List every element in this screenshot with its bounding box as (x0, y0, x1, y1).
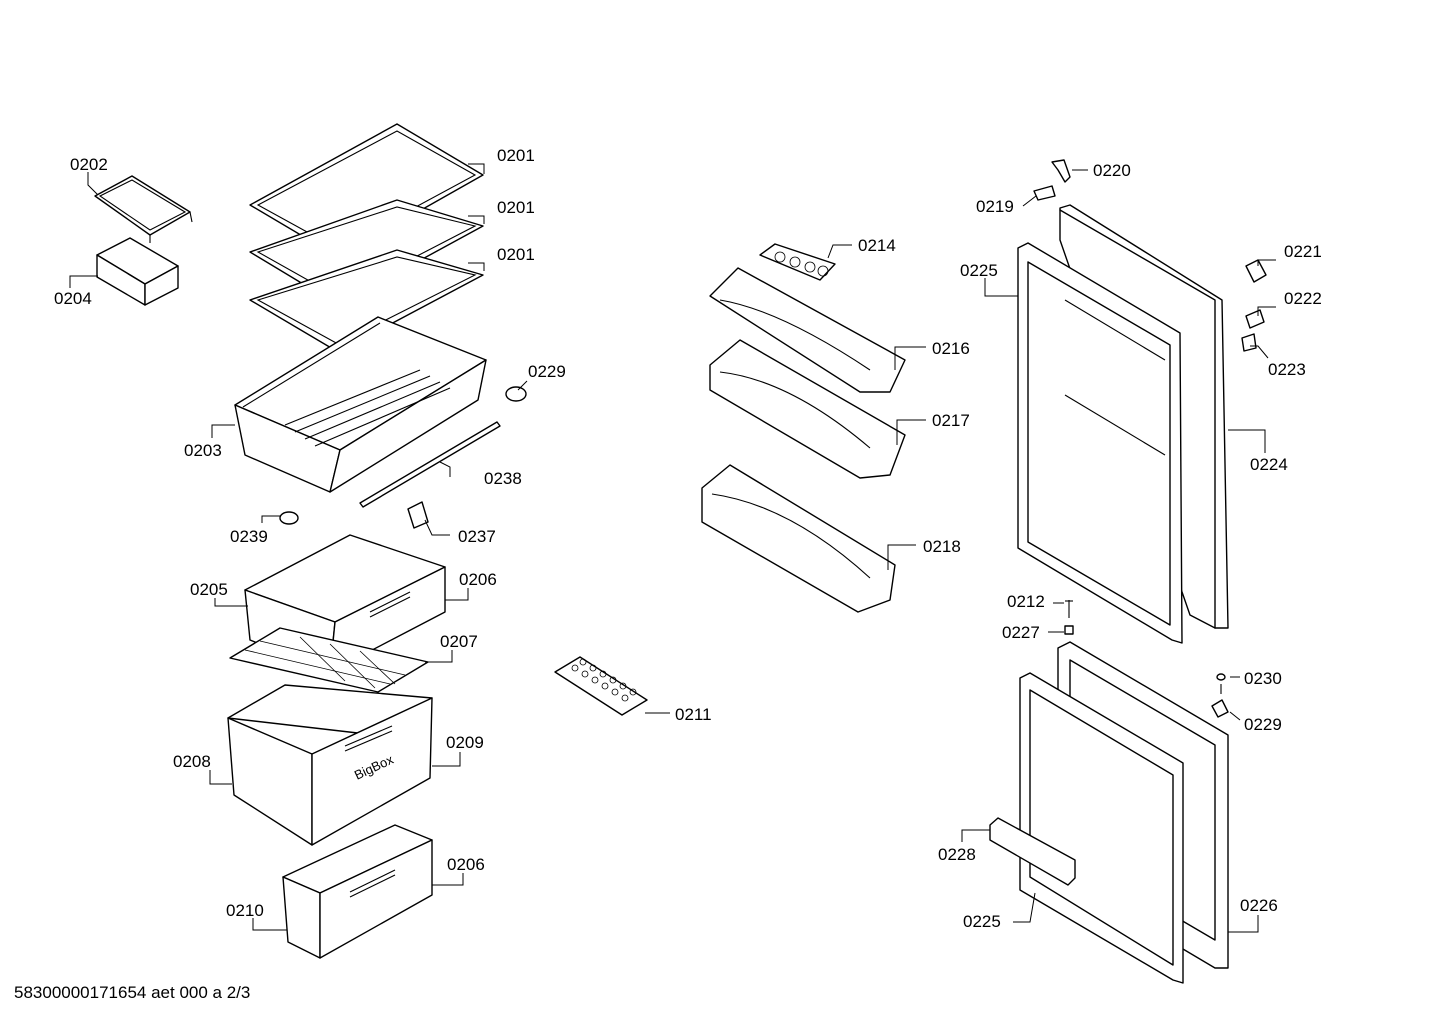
bigbox-drawer (227, 684, 433, 846)
block-0229 (1211, 699, 1229, 718)
clip (407, 501, 429, 529)
label-0207: 0207 (440, 632, 478, 651)
label-0220: 0220 (1093, 161, 1131, 180)
label-0229-block: 0229 (1244, 715, 1282, 734)
label-0228: 0228 (938, 845, 976, 864)
hinge-top (1051, 159, 1071, 183)
label-0206-lower: 0206 (447, 855, 485, 874)
label-0221: 0221 (1284, 242, 1322, 261)
lower-door-gasket (1019, 672, 1184, 984)
leader-lines (69, 163, 1276, 933)
label-0230: 0230 (1244, 669, 1282, 688)
label-0238: 0238 (484, 469, 522, 488)
label-0229-cap: 0229 (528, 362, 566, 381)
bracket-0221 (1245, 259, 1267, 283)
label-0202: 0202 (70, 155, 108, 174)
cap-round-0229 (505, 386, 527, 402)
glass-shelf-lower (249, 249, 484, 353)
door-shelf-lower (701, 464, 896, 613)
egg-tray (759, 243, 836, 281)
door-shelf-middle (709, 339, 906, 479)
label-0224: 0224 (1250, 455, 1288, 474)
label-0205: 0205 (190, 580, 228, 599)
label-0201-top: 0201 (497, 146, 535, 165)
screw-0212 (1065, 600, 1073, 618)
bracket-0222 (1245, 309, 1265, 329)
label-0203: 0203 (184, 441, 222, 460)
label-0226: 0226 (1240, 896, 1278, 915)
cap-round-0239 (279, 511, 299, 525)
bushing-0227 (1064, 625, 1074, 635)
door-shelf-upper (709, 267, 906, 393)
label-0201-middle: 0201 (497, 198, 535, 217)
label-0206-upper: 0206 (459, 570, 497, 589)
small-box (96, 237, 179, 306)
label-0217: 0217 (932, 411, 970, 430)
label-0214: 0214 (858, 236, 896, 255)
label-0227: 0227 (1002, 623, 1040, 642)
rail-strip (359, 421, 501, 508)
label-0212: 0212 (1007, 592, 1045, 611)
label-0222: 0222 (1284, 289, 1322, 308)
label-0223: 0223 (1268, 360, 1306, 379)
label-0210: 0210 (226, 901, 264, 920)
handle-strip (989, 817, 1076, 886)
label-0208: 0208 (173, 752, 211, 771)
label-0216: 0216 (932, 339, 970, 358)
label-0239: 0239 (230, 527, 268, 546)
label-0219: 0219 (976, 197, 1014, 216)
hinge-cover (1033, 185, 1056, 201)
label-0218: 0218 (923, 537, 961, 556)
label-0201-lower: 0201 (497, 245, 535, 264)
square-piece-0223 (1241, 333, 1257, 352)
small-shelf-cover (94, 175, 193, 243)
large-tray (234, 316, 487, 493)
washer-0230 (1216, 673, 1226, 681)
label-0225-lower: 0225 (963, 912, 1001, 931)
label-0237: 0237 (458, 527, 496, 546)
upper-door-gasket (1017, 242, 1183, 644)
label-0209: 0209 (446, 733, 484, 752)
document-reference-footer: 58300000171654 aet 000 a 2/3 (14, 983, 251, 1002)
ice-cube-tray (554, 656, 648, 716)
drawer-lower (282, 824, 433, 959)
label-0211: 0211 (675, 705, 712, 724)
label-0225-upper: 0225 (960, 261, 998, 280)
label-0204: 0204 (54, 289, 92, 308)
